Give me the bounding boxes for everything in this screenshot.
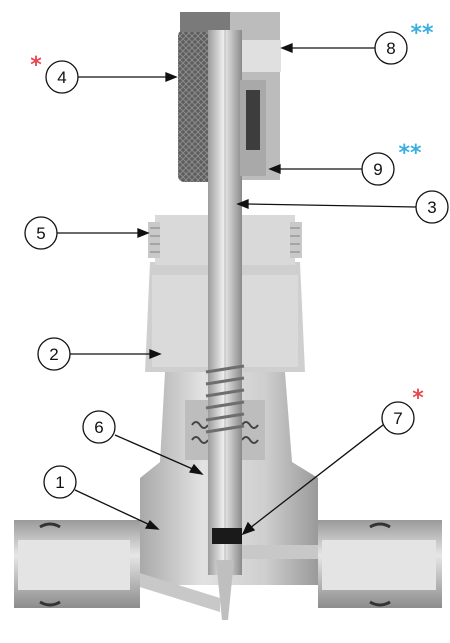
stem xyxy=(205,30,245,620)
callout-7-label: 7 xyxy=(393,409,402,428)
red-star-mark-7: * xyxy=(412,386,424,411)
callout-4-label: 4 xyxy=(57,68,66,87)
callout-5: 5 xyxy=(24,216,58,250)
callout-1: 1 xyxy=(43,465,77,499)
end-fitting-right xyxy=(318,520,442,608)
callout-3: 3 xyxy=(415,190,449,224)
callout-3-label: 3 xyxy=(427,198,436,217)
callout-9-label: 9 xyxy=(373,160,382,179)
callout-8-label: 8 xyxy=(386,39,395,58)
callout-9: 9 xyxy=(361,152,395,186)
callout-6-label: 6 xyxy=(94,418,103,437)
callout-2: 2 xyxy=(37,337,71,371)
blue-star-marks-9: ** xyxy=(398,141,422,166)
callout-5-label: 5 xyxy=(36,224,45,243)
red-star-mark-4: * xyxy=(30,53,42,78)
blue-star-marks-8: ** xyxy=(410,21,434,46)
end-fitting-left xyxy=(14,520,140,608)
callout-2-label: 2 xyxy=(49,345,58,364)
callout-4: 4 xyxy=(45,60,79,94)
callout-7: 7 xyxy=(381,401,415,435)
flow-passages xyxy=(130,545,322,612)
callout-6: 6 xyxy=(82,410,116,444)
callout-1-label: 1 xyxy=(55,473,64,492)
leader-lines xyxy=(57,43,417,536)
callout-8: 8 xyxy=(374,31,408,65)
side-linkage xyxy=(240,80,266,176)
